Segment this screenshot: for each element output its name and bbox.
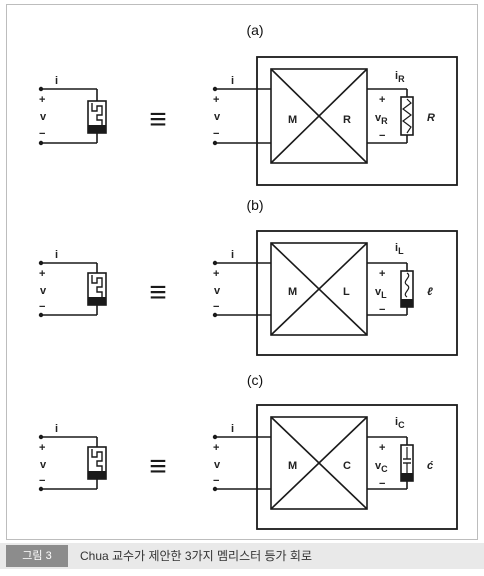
output-minus-sign: − — [379, 130, 385, 142]
right-voltage-label: v — [214, 285, 221, 297]
terminal-node — [38, 140, 44, 146]
box-right-label: L — [343, 286, 350, 298]
terminal-node — [38, 486, 44, 492]
right-minus-sign: − — [213, 475, 219, 487]
figure-caption: 그림 3 Chua 교수가 제안한 3가지 멤리스터 등가 회로 — [0, 543, 484, 569]
right-plus-sign: + — [213, 94, 219, 106]
left-current-label: i — [55, 75, 58, 87]
figure-number-tag: 그림 3 — [6, 545, 68, 567]
right-current-label: i — [231, 249, 234, 261]
circuit-diagram: (a) i + v − ≡ M R — [38, 22, 458, 530]
right-minus-sign: − — [213, 301, 219, 313]
two-port-box — [270, 68, 368, 164]
left-minus-sign: − — [39, 128, 45, 140]
box-left-label: M — [288, 460, 297, 472]
output-current-label: iL — [395, 242, 404, 256]
element-label: ℓ — [427, 286, 433, 298]
left-voltage-label: v — [40, 111, 47, 123]
right-current-label: i — [231, 423, 234, 435]
two-port-box — [270, 416, 368, 510]
right-voltage-label: v — [214, 459, 221, 471]
left-current-label: i — [55, 423, 58, 435]
right-plus-sign: + — [213, 442, 219, 454]
panel-c: (c) i + v − ≡ M C — [38, 372, 458, 530]
panel-b-label: (b) — [246, 197, 263, 213]
panel-a-label: (a) — [246, 22, 263, 38]
left-minus-sign: − — [39, 301, 45, 313]
figure: (a) i + v − ≡ M R — [6, 4, 478, 540]
right-voltage-label: v — [214, 111, 221, 123]
inductor-coil — [404, 272, 410, 298]
box-left-label: M — [288, 114, 297, 126]
left-minus-sign: − — [39, 475, 45, 487]
output-voltage-label: vL — [375, 286, 387, 300]
element-label: R — [427, 112, 435, 124]
panel-a-left-circuit — [41, 88, 98, 144]
terminal-node — [212, 140, 218, 146]
outer-box — [256, 230, 458, 356]
terminal-node — [38, 86, 44, 92]
output-current-label: iC — [395, 416, 405, 430]
figure-caption-text: Chua 교수가 제안한 3가지 멤리스터 등가 회로 — [80, 549, 313, 563]
resistor-zigzag — [402, 98, 412, 134]
left-plus-sign: + — [39, 442, 45, 454]
equivalence-symbol: ≡ — [149, 103, 167, 136]
terminal-node — [38, 260, 44, 266]
two-port-box — [270, 242, 368, 336]
output-voltage-label: vR — [375, 112, 388, 126]
left-plus-sign: + — [39, 94, 45, 106]
outer-box — [256, 404, 458, 530]
right-minus-sign: − — [213, 128, 219, 140]
box-right-label: C — [343, 460, 351, 472]
output-current-label: iR — [395, 70, 405, 84]
memristor-symbol — [87, 272, 107, 306]
memristor-symbol — [87, 100, 107, 134]
outer-box — [256, 56, 458, 186]
box-right-label: R — [343, 114, 351, 126]
terminal-node — [212, 434, 218, 440]
output-minus-sign: − — [379, 478, 385, 490]
terminal-node — [212, 260, 218, 266]
equivalence-symbol: ≡ — [149, 450, 167, 483]
terminal-node — [212, 312, 218, 318]
element-label: ć — [427, 460, 434, 472]
terminal-node — [212, 486, 218, 492]
right-plus-sign: + — [213, 268, 219, 280]
right-current-label: i — [231, 75, 234, 87]
panel-c-label: (c) — [247, 372, 263, 388]
output-plus-sign: + — [379, 94, 385, 106]
memristor-symbol — [87, 446, 107, 480]
output-plus-sign: + — [379, 442, 385, 454]
box-left-label: M — [288, 286, 297, 298]
left-voltage-label: v — [40, 459, 47, 471]
equivalence-symbol: ≡ — [149, 276, 167, 309]
left-voltage-label: v — [40, 285, 47, 297]
output-minus-sign: − — [379, 304, 385, 316]
terminal-node — [212, 86, 218, 92]
terminal-node — [38, 434, 44, 440]
terminal-node — [38, 312, 44, 318]
panel-a: (a) i + v − ≡ M R — [38, 22, 458, 186]
output-plus-sign: + — [379, 268, 385, 280]
output-voltage-label: vC — [375, 460, 388, 474]
panel-b: (b) i + v − ≡ M L — [38, 197, 458, 356]
left-current-label: i — [55, 249, 58, 261]
left-plus-sign: + — [39, 268, 45, 280]
